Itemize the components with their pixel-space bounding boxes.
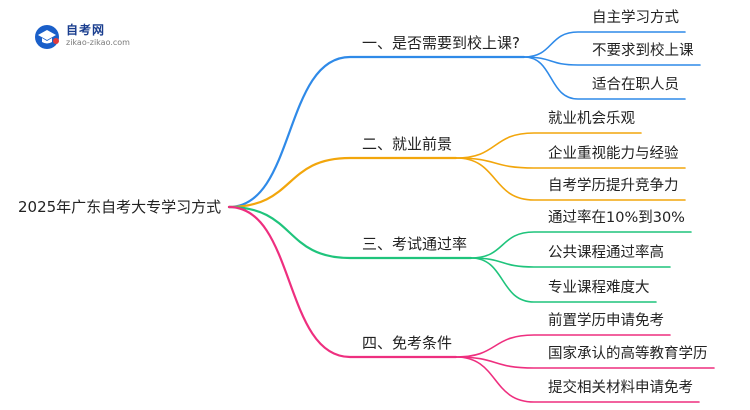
leaf-topic-3-1[interactable]: 通过率在10%到30% bbox=[548, 210, 685, 226]
connector-root-branch-4 bbox=[227, 205, 458, 359]
connector-branch-2-leaf-3 bbox=[455, 157, 686, 201]
connector-root-branch-1 bbox=[227, 55, 526, 209]
connector-branch-2-leaf-1 bbox=[455, 132, 642, 159]
leaf-topic-1-2[interactable]: 不要求到校上课 bbox=[592, 43, 694, 59]
connector-root-branch-2 bbox=[227, 156, 458, 209]
connector-branch-3-leaf-3 bbox=[470, 257, 657, 303]
leaf-topic-4-2[interactable]: 国家承认的高等教育学历 bbox=[548, 346, 708, 362]
connector-branch-4-leaf-2 bbox=[455, 356, 715, 369]
connector-branch-4-leaf-1 bbox=[455, 334, 671, 358]
leaf-topic-3-3[interactable]: 专业课程难度大 bbox=[548, 280, 650, 296]
connector-branch-2-leaf-2 bbox=[455, 157, 686, 169]
site-logo: 自考网 zikao-zikao.com bbox=[32, 18, 142, 54]
connector-branch-3-leaf-2 bbox=[470, 257, 671, 268]
connector-branch-1-leaf-2 bbox=[523, 56, 701, 66]
branch-topic-2[interactable]: 二、就业前景 bbox=[362, 135, 453, 153]
connector-branch-4-leaf-3 bbox=[455, 356, 700, 403]
leaf-topic-1-3[interactable]: 适合在职人员 bbox=[592, 77, 679, 93]
logo-subtitle: zikao-zikao.com bbox=[66, 38, 130, 47]
connector-branch-1-leaf-3 bbox=[523, 56, 686, 100]
leaf-topic-4-1[interactable]: 前置学历申请免考 bbox=[548, 313, 664, 329]
branch-topic-1[interactable]: 一、是否需要到校上课? bbox=[362, 34, 520, 52]
graduation-cap-icon bbox=[35, 25, 59, 49]
leaf-topic-1-1[interactable]: 自主学习方式 bbox=[592, 10, 679, 26]
leaf-topic-2-3[interactable]: 自考学历提升竞争力 bbox=[548, 178, 679, 194]
branch-topic-4[interactable]: 四、免考条件 bbox=[362, 334, 453, 352]
leaf-topic-2-1[interactable]: 就业机会乐观 bbox=[548, 111, 635, 127]
connector-branch-3-leaf-1 bbox=[470, 231, 692, 259]
mindmap-root-topic[interactable]: 2025年广东自考大专学习方式 bbox=[18, 198, 222, 216]
leaf-topic-3-2[interactable]: 公共课程通过率高 bbox=[548, 245, 664, 261]
leaf-topic-4-3[interactable]: 提交相关材料申请免考 bbox=[548, 380, 693, 396]
branch-topic-3[interactable]: 三、考试通过率 bbox=[362, 235, 468, 253]
connector-branch-1-leaf-1 bbox=[523, 31, 686, 58]
connector-root-branch-3 bbox=[227, 205, 473, 260]
logo-title: 自考网 bbox=[66, 23, 106, 37]
leaf-topic-2-2[interactable]: 企业重视能力与经验 bbox=[548, 146, 679, 162]
